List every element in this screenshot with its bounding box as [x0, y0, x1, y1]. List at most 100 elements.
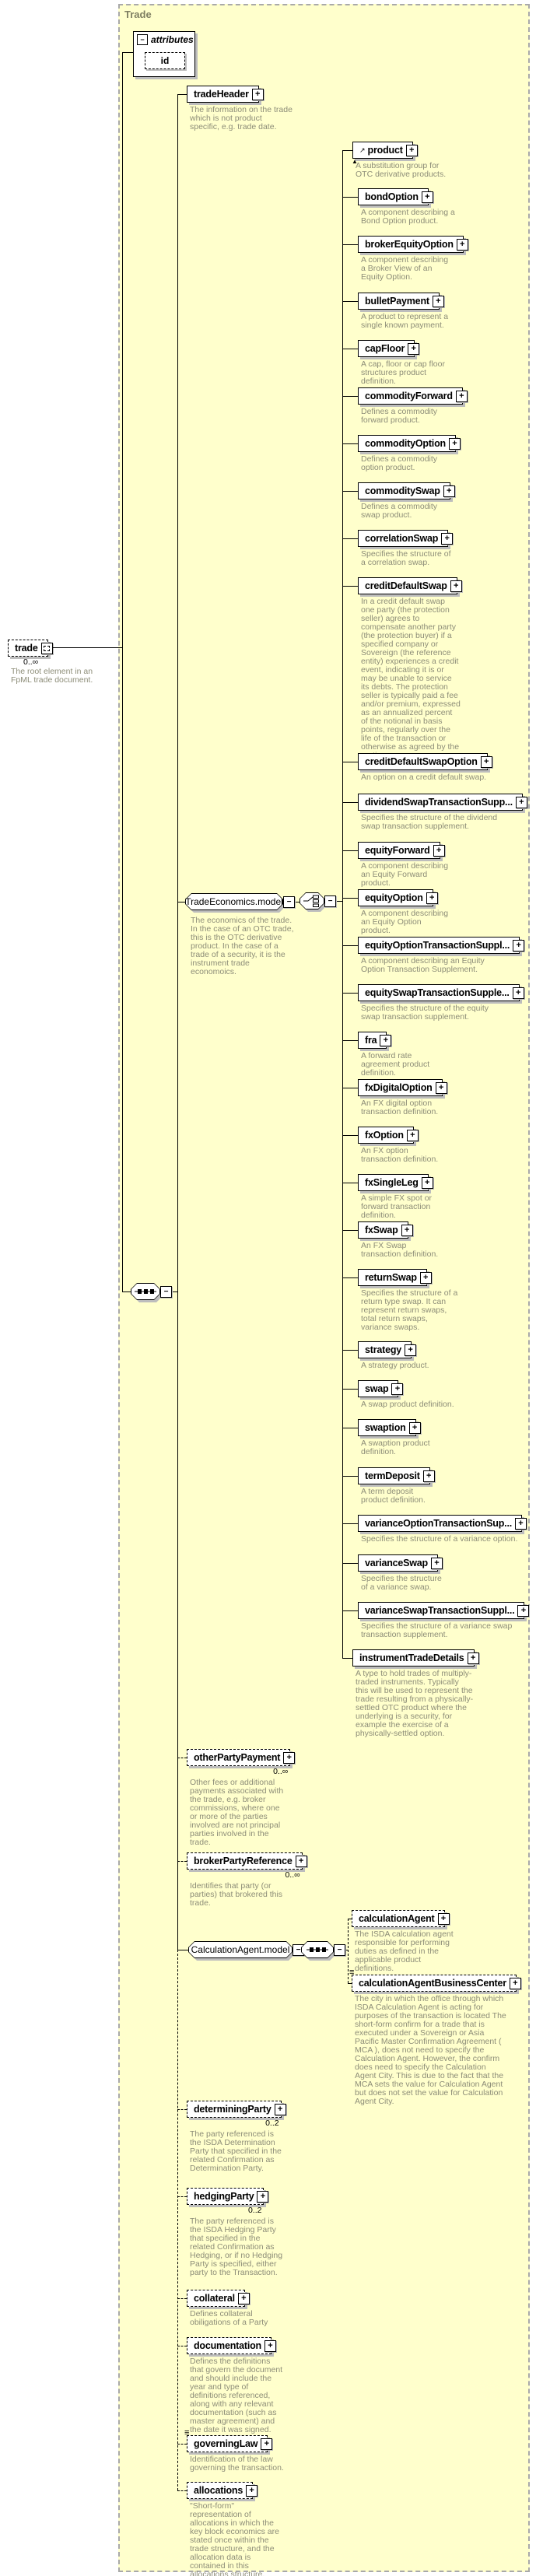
element-strategy[interactable]: strategy+ [358, 1341, 417, 1358]
element-label: governingLaw [194, 2438, 258, 2449]
expand-icon[interactable]: + [421, 1177, 433, 1189]
element-varianceSwapTransactionSuppl[interactable]: varianceSwapTransactionSuppl...+ [358, 1602, 530, 1619]
element-brokerEquityOption[interactable]: brokerEquityOption+ [358, 236, 468, 253]
expand-icon[interactable]: + [283, 1752, 296, 1764]
expand-icon[interactable]: + [408, 343, 420, 355]
element-fxDigitalOption[interactable]: fxDigitalOption+ [358, 1079, 447, 1096]
element-fra[interactable]: fra+ [358, 1032, 392, 1049]
collapse-icon[interactable]: − [137, 34, 148, 45]
element-collateral[interactable]: collateral+ [187, 2290, 250, 2307]
expand-icon[interactable]: + [246, 2485, 258, 2497]
expand-icon[interactable]: + [513, 940, 525, 952]
expand-icon[interactable]: + [480, 756, 492, 768]
expand-icon[interactable]: + [419, 1272, 432, 1284]
expand-icon[interactable] [40, 643, 53, 654]
element-varianceOptionTransactionSup[interactable]: varianceOptionTransactionSup...+ [358, 1515, 527, 1532]
collapse-icon[interactable]: − [160, 1286, 172, 1298]
element-instrumentTradeDetails[interactable]: instrumentTradeDetails+ [352, 1649, 479, 1667]
expand-icon[interactable]: + [264, 2340, 276, 2352]
sequence-compositor-calculation-agent[interactable] [301, 1941, 334, 1958]
expand-icon[interactable]: + [515, 797, 527, 808]
element-label: commoditySwap [365, 485, 440, 496]
element-trade[interactable]: trade [8, 640, 53, 657]
expand-icon[interactable]: + [405, 145, 418, 156]
expand-icon[interactable]: + [391, 1383, 404, 1395]
element-bulletPayment[interactable]: bulletPayment+ [358, 293, 444, 310]
expand-icon[interactable]: + [517, 1605, 530, 1617]
element-product[interactable]: ↗product+▲ [352, 142, 418, 165]
expand-icon[interactable]: + [405, 1344, 417, 1356]
expand-icon[interactable]: + [421, 191, 433, 203]
expand-icon[interactable]: + [380, 1035, 392, 1046]
element-correlationSwap[interactable]: correlationSwap+ [358, 530, 454, 547]
element-determiningParty[interactable]: determiningParty+0..2 [187, 2101, 286, 2128]
expand-icon[interactable]: + [455, 391, 468, 402]
element-equitySwapTransactionSupple[interactable]: equitySwapTransactionSupple...+ [358, 984, 524, 1001]
expand-icon[interactable]: + [274, 2104, 286, 2115]
expand-icon[interactable]: + [456, 239, 468, 251]
element-governingLaw[interactable]: governingLaw+≡ [184, 2429, 273, 2452]
element-fxOption[interactable]: fxOption+ [358, 1127, 419, 1144]
element-label: trade [15, 643, 38, 654]
element-returnSwap[interactable]: returnSwap+ [358, 1269, 432, 1286]
element-varianceSwap[interactable]: varianceSwap+ [358, 1554, 443, 1572]
expand-icon[interactable]: + [512, 987, 524, 999]
element-brokerPartyReference[interactable]: brokerPartyReference+0..∞ [187, 1852, 307, 1880]
element-tradeHeader[interactable]: tradeHeader+ [187, 86, 264, 103]
collapse-icon[interactable]: − [324, 895, 336, 907]
sequence-compositor[interactable] [131, 1283, 160, 1300]
element-allocations[interactable]: allocations+ [187, 2482, 258, 2499]
expand-icon[interactable]: + [426, 892, 438, 904]
expand-icon[interactable]: + [295, 1856, 307, 1867]
element-hedgingParty[interactable]: hedgingParty+0..2 [187, 2188, 269, 2215]
element-termDeposit[interactable]: termDeposit+ [358, 1467, 435, 1484]
element-documentation[interactable]: documentation+ [187, 2337, 276, 2354]
element-label: varianceSwapTransactionSuppl... [365, 1605, 515, 1616]
expand-icon[interactable]: + [408, 1422, 421, 1434]
element-commodityOption[interactable]: commodityOption+ [358, 435, 461, 452]
element-label: strategy [365, 1344, 402, 1355]
element-calculationAgentBusinessCenter[interactable]: calculationAgentBusinessCenter+≡ [349, 1968, 521, 1992]
element-commodityForward[interactable]: commodityForward+ [358, 387, 468, 405]
expand-icon[interactable]: + [430, 1558, 443, 1569]
expand-icon[interactable]: + [441, 533, 454, 545]
element-otherPartyPayment[interactable]: otherPartyPayment+0..∞ [187, 1749, 296, 1776]
choice-compositor[interactable] [300, 892, 324, 909]
element-dividendSwapTransactionSupp[interactable]: dividendSwapTransactionSupp...+ [358, 794, 527, 811]
model-group-TradeEconomics.model[interactable]: TradeEconomics.model [185, 893, 283, 910]
expand-icon[interactable]: + [448, 438, 461, 450]
expand-icon[interactable]: + [435, 1082, 447, 1094]
element-swaption[interactable]: swaption+ [358, 1419, 421, 1436]
element-calculationAgent[interactable]: calculationAgent+ [352, 1910, 450, 1927]
element-equityForward[interactable]: equityForward+ [358, 842, 445, 859]
element-capFloor[interactable]: capFloor+ [358, 340, 420, 357]
expand-icon[interactable]: + [257, 2191, 269, 2203]
expand-icon[interactable]: + [443, 485, 455, 497]
expand-icon[interactable]: + [406, 1130, 419, 1141]
collapse-icon[interactable]: − [283, 896, 295, 908]
element-commoditySwap[interactable]: commoditySwap+ [358, 482, 455, 499]
model-group-CalculationAgent.model[interactable]: CalculationAgent.model [188, 1941, 293, 1958]
expand-icon[interactable]: + [237, 2293, 250, 2304]
expand-icon[interactable]: + [509, 1978, 521, 1989]
expand-icon[interactable]: + [437, 1913, 450, 1925]
element-fxSwap[interactable]: fxSwap+ [358, 1221, 413, 1239]
expand-icon[interactable]: + [251, 89, 264, 100]
attribute-id[interactable]: id [145, 52, 185, 69]
expand-icon[interactable]: + [450, 580, 462, 592]
element-creditDefaultSwapOption[interactable]: creditDefaultSwapOption+ [358, 753, 492, 770]
element-fxSingleLeg[interactable]: fxSingleLeg+ [358, 1174, 433, 1191]
element-equityOption[interactable]: equityOption+ [358, 889, 438, 906]
expand-icon[interactable]: + [432, 296, 444, 307]
expand-icon[interactable]: + [515, 1518, 527, 1530]
element-creditDefaultSwap[interactable]: creditDefaultSwap+ [358, 577, 462, 594]
expand-icon[interactable]: + [467, 1652, 479, 1664]
expand-icon[interactable]: + [422, 1470, 435, 1482]
expand-icon[interactable]: + [401, 1225, 413, 1236]
collapse-icon[interactable]: − [334, 1944, 345, 1956]
expand-icon[interactable]: + [261, 2438, 273, 2450]
element-equityOptionTransactionSuppl[interactable]: equityOptionTransactionSuppl...+ [358, 937, 525, 954]
expand-icon[interactable]: + [433, 845, 445, 857]
element-bondOption[interactable]: bondOption+ [358, 188, 433, 205]
element-swap[interactable]: swap+ [358, 1380, 404, 1397]
